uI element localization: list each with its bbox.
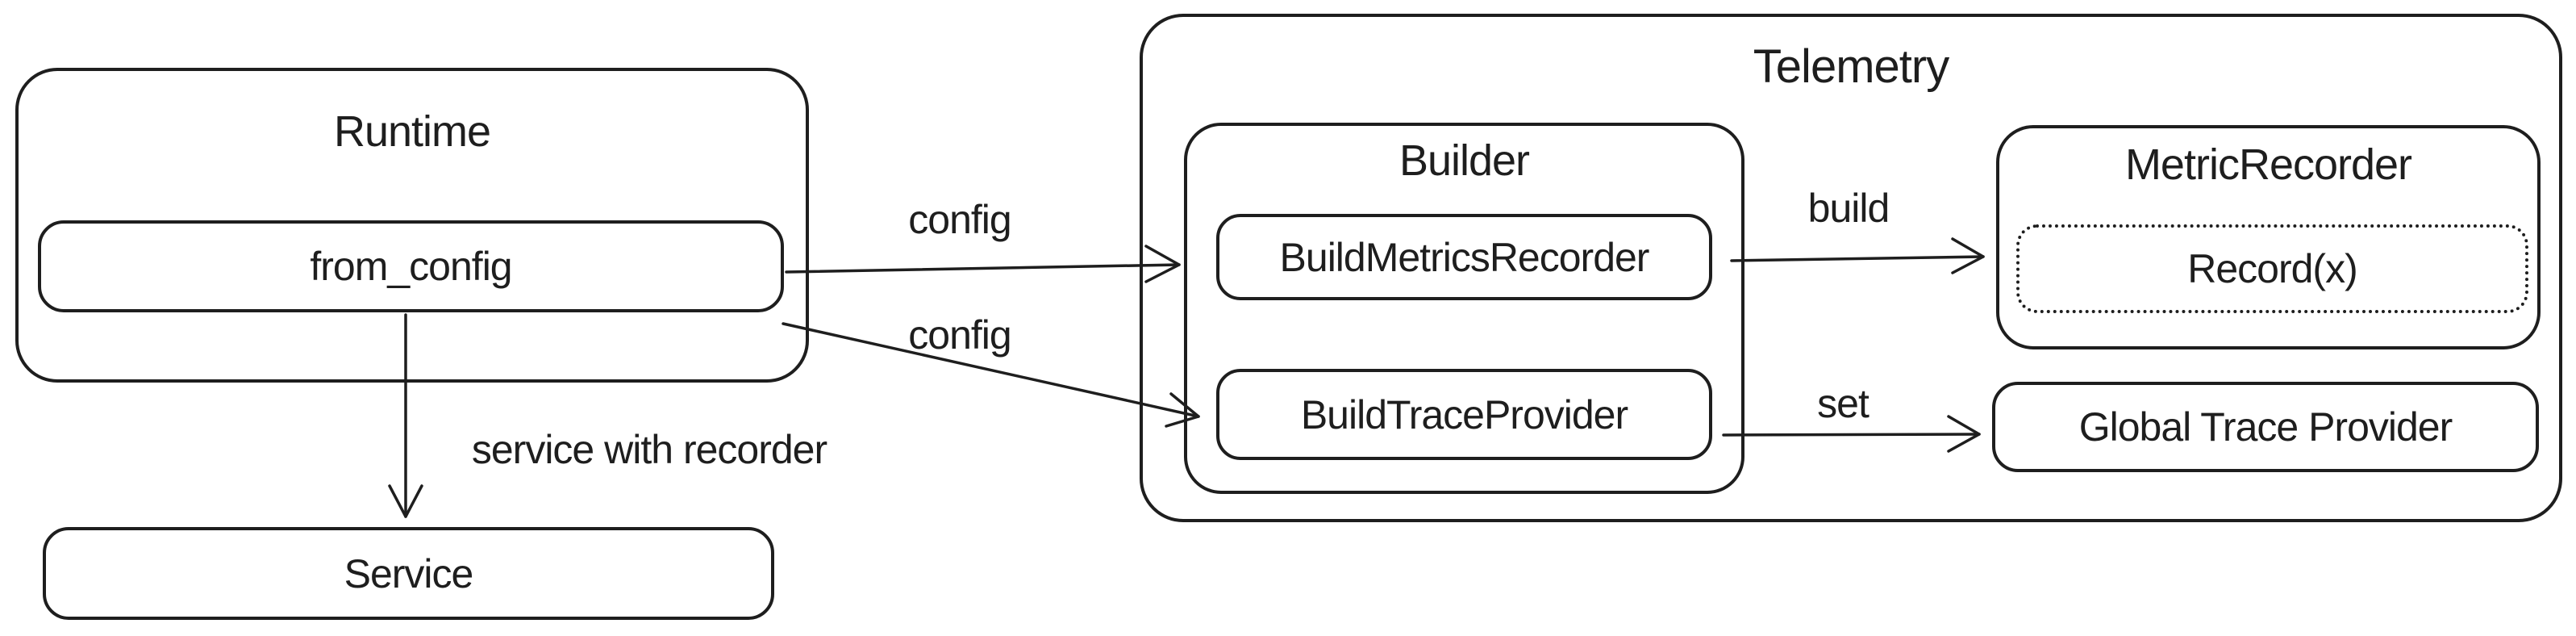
edge-label-service-with-recorder: service with recorder bbox=[471, 427, 827, 472]
runtime-label: Runtime bbox=[333, 107, 491, 156]
edge-label-config-top: config bbox=[908, 197, 1011, 242]
arrow-config-to-build-metrics-recorder bbox=[785, 245, 1181, 283]
build-trace-provider-box: BuildTraceProvider bbox=[1216, 369, 1712, 460]
builder-box: Builder bbox=[1184, 123, 1744, 494]
runtime-box: Runtime bbox=[15, 68, 809, 383]
metric-recorder-label: MetricRecorder bbox=[2124, 140, 2412, 189]
service-box: Service bbox=[43, 527, 774, 620]
build-metrics-recorder-box: BuildMetricsRecorder bbox=[1216, 214, 1712, 300]
build-trace-provider-label: BuildTraceProvider bbox=[1300, 391, 1628, 437]
service-label: Service bbox=[344, 550, 474, 596]
edge-label-config-bottom: config bbox=[908, 312, 1011, 358]
record-x-box: Record(x) bbox=[2016, 224, 2528, 313]
metric-recorder-box: MetricRecorder bbox=[1996, 125, 2541, 349]
telemetry-label: Telemetry bbox=[1753, 40, 1949, 93]
from-config-label: from_config bbox=[310, 244, 512, 289]
builder-label: Builder bbox=[1398, 136, 1530, 185]
from-config-box: from_config bbox=[38, 220, 784, 312]
build-metrics-recorder-label: BuildMetricsRecorder bbox=[1279, 234, 1650, 280]
record-x-label: Record(x) bbox=[2187, 246, 2357, 291]
edge-label-build: build bbox=[1807, 186, 1890, 231]
global-trace-provider-label: Global Trace Provider bbox=[2078, 404, 2453, 450]
edge-label-set: set bbox=[1817, 381, 1869, 426]
global-trace-provider-box: Global Trace Provider bbox=[1992, 382, 2539, 472]
